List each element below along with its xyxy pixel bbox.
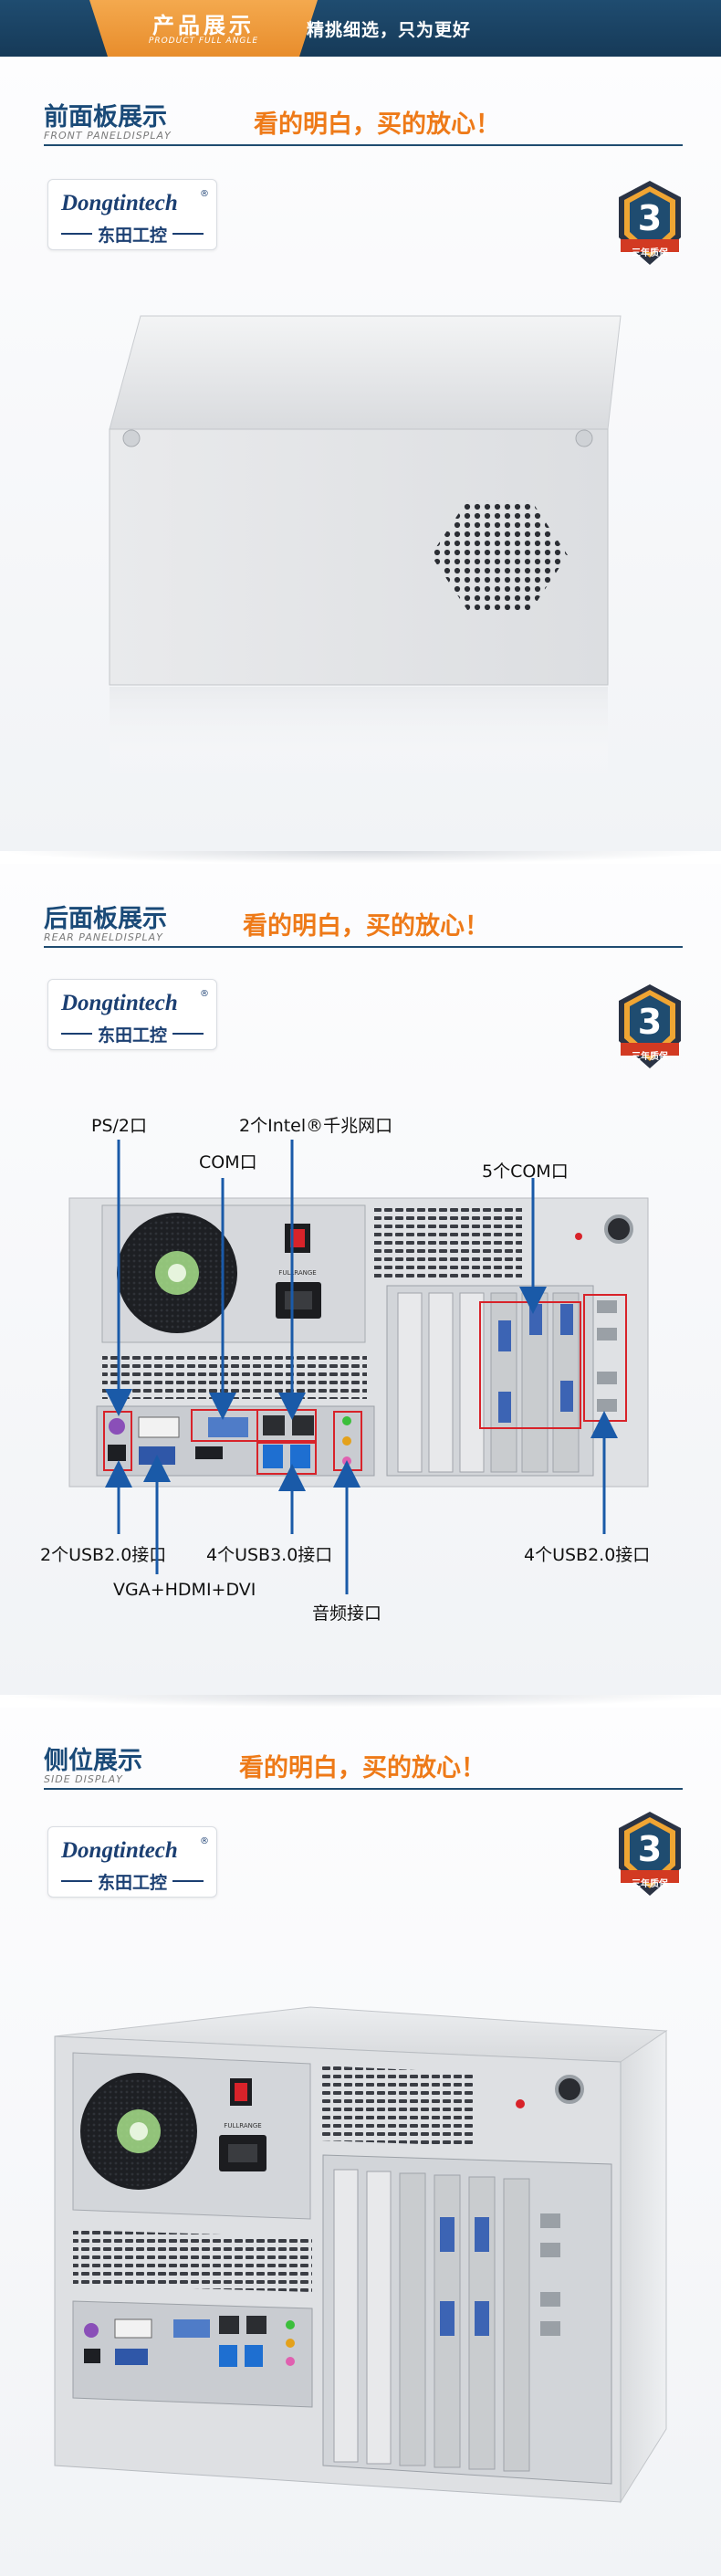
brand-cn: 东田工控: [97, 226, 167, 246]
front-section-divider: [44, 144, 683, 146]
brand-reg: ®: [200, 1836, 209, 1846]
brand-logo-rear: Dongtintech ® 东田工控: [47, 979, 217, 1050]
side-section-divider: [44, 1788, 683, 1790]
badge-text: 三年质保: [632, 248, 668, 258]
badge-text: 三年质保: [632, 1879, 668, 1889]
warranty-badge-side: 3 三年质保: [613, 1810, 686, 1898]
callout-video: VGA+HDMI+DVI: [113, 1580, 256, 1600]
rear-section-title: 后面板展示: [44, 905, 167, 933]
brand-reg: ®: [200, 989, 209, 999]
brand-rule: [61, 1880, 92, 1882]
brand-name: Dongtintech: [61, 991, 178, 1015]
brand-rule: [172, 233, 204, 235]
rear-chassis-image: FULLRANGE: [68, 1140, 649, 1594]
callout-audio: 音频接口: [312, 1603, 382, 1624]
front-chassis-image: [109, 315, 622, 778]
banner-title: 产品展示: [152, 13, 255, 38]
brand-rule: [172, 1033, 204, 1035]
side-section-header: 侧位展示 SIDE DISPLAY 看的明白，买的放心！: [44, 1740, 683, 1795]
brand-name: Dongtintech: [61, 1838, 178, 1863]
callout-com: COM口: [199, 1152, 257, 1172]
callout-usb2-right: 4个USB2.0接口: [524, 1545, 651, 1565]
rear-section-divider: [44, 946, 683, 948]
rear-section-shadow: [0, 1695, 721, 1708]
callout-lan: 2个Intel®千兆网口: [239, 1116, 393, 1136]
callout-usb3: 4个USB3.0接口: [206, 1545, 333, 1565]
front-section-title: 前面板展示: [44, 103, 167, 131]
shield-icon: 3: [619, 984, 681, 1068]
front-section-slogan: 看的明白，买的放心！: [254, 110, 500, 139]
brand-logo-front: Dongtintech ® 东田工控: [47, 179, 217, 250]
front-section-shadow: [0, 851, 721, 864]
shield-icon: 3: [619, 181, 681, 265]
rear-section-slogan: 看的明白，买的放心！: [243, 912, 489, 941]
warranty-badge-rear: 3 三年质保: [613, 983, 686, 1070]
rear-section-subtitle: REAR PANELDISPLAY: [44, 931, 163, 943]
banner-tagline: 精挑细选，只为更好: [307, 20, 472, 40]
brand-rule: [172, 1880, 204, 1882]
brand-rule: [61, 233, 92, 235]
brand-cn: 东田工控: [97, 1873, 167, 1893]
rear-section-header: 后面板展示 REAR PANELDISPLAY 看的明白，买的放心！: [44, 899, 683, 953]
brand-rule: [61, 1033, 92, 1035]
brand-name: Dongtintech: [61, 191, 178, 216]
side-section-slogan: 看的明白，买的放心！: [239, 1754, 486, 1782]
psu-label-side: FULLRANGE: [224, 2122, 261, 2129]
badge-number: 3: [638, 198, 662, 238]
brand-logo-side: Dongtintech ® 东田工控: [47, 1826, 217, 1898]
side-chassis-image: FULLRANGE: [54, 2006, 668, 2504]
callout-com5: 5个COM口: [482, 1162, 569, 1182]
side-section-subtitle: SIDE DISPLAY: [44, 1773, 123, 1785]
front-section-subtitle: FRONT PANELDISPLAY: [44, 130, 172, 142]
badge-text: 三年质保: [632, 1052, 668, 1062]
brand-reg: ®: [200, 189, 209, 199]
callout-usb2-left: 2个USB2.0接口: [40, 1545, 167, 1565]
banner-subtitle: PRODUCT FULL ANGLE: [148, 37, 259, 46]
callout-ps2: PS/2口: [91, 1116, 148, 1136]
shield-icon: 3: [619, 1812, 681, 1896]
top-banner: 产品展示 PRODUCT FULL ANGLE 精挑细选，只为更好: [0, 0, 721, 57]
badge-number: 3: [638, 1002, 662, 1042]
banner-tab: 产品展示 PRODUCT FULL ANGLE: [89, 0, 318, 57]
badge-number: 3: [638, 1829, 662, 1869]
brand-cn: 东田工控: [97, 1025, 167, 1046]
front-section-header: 前面板展示 FRONT PANELDISPLAY 看的明白，买的放心！: [44, 97, 683, 152]
warranty-badge-front: 3 三年质保: [613, 179, 686, 267]
psu-label: FULLRANGE: [278, 1269, 316, 1277]
side-section-title: 侧位展示: [44, 1747, 142, 1775]
